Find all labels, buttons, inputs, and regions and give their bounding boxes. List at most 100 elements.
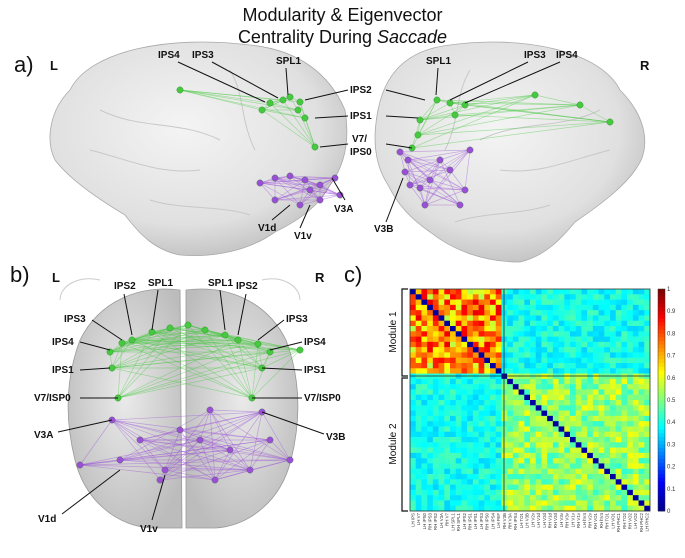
matrix-cell [478,326,485,332]
matrix-cell [501,463,508,470]
matrix-cell [530,294,537,300]
matrix-cell [627,468,634,475]
edge [111,419,271,441]
matrix-cell [461,378,468,385]
matrix-cell [621,315,628,322]
matrix-cell [495,384,502,390]
matrix-cell [621,463,628,470]
matrix-cell [610,505,617,512]
matrix-cell [524,294,531,300]
edge [119,439,201,461]
edge [259,182,276,201]
matrix-cell [507,495,514,501]
matrix-cell [467,331,474,337]
matrix-cell [478,352,485,359]
matrix-cell [495,442,502,448]
matrix-cell [455,505,462,512]
matrix-cell [410,463,417,470]
matrix-cell [530,378,537,385]
edge [79,459,121,466]
node [206,406,214,414]
matrix-cell [604,463,611,470]
matrix-cell [415,447,422,454]
matrix-cell [410,304,417,311]
matrix-cell [450,421,457,427]
label-a-ips3-right: IPS3 [524,50,546,61]
matrix-cell [501,452,508,459]
matrix-cell [512,505,519,512]
matrix-cell [547,468,554,475]
matrix-cell [587,400,594,406]
matrix-cell [530,468,537,475]
panel-a-brains: IPS4 IPS3 SPL1 IPS2 IPS1 V7/ IPS0 V3A V1… [49,41,646,263]
matrix-cell [587,331,594,337]
colorbar-segment [658,322,665,327]
matrix-cell [512,331,519,337]
matrix-cell [581,463,588,470]
matrix-cell [432,331,439,337]
matrix-cell [410,352,417,359]
matrix-cell [632,320,639,327]
matrix-cell [592,489,599,496]
matrix-cell [490,320,497,327]
matrix-cell [484,363,491,369]
module-2-label: Module 2 [388,423,399,465]
matrix-cell [535,431,542,438]
matrix-cell [581,442,588,448]
matrix-cell [501,447,508,454]
matrix-cell [490,489,497,496]
matrix-cell [455,315,462,322]
matrix-cell [455,299,462,306]
matrix-cell [570,500,577,507]
edge [419,114,456,121]
matrix-cell [421,320,428,327]
colorbar-segment [658,300,665,305]
matrix-cell [507,505,514,512]
matrix-cell [467,495,474,501]
matrix-cell [615,378,622,385]
matrix-cell [587,442,594,448]
matrix-cell [410,474,417,480]
matrix-cell [558,452,565,459]
matrix-cell [604,452,611,459]
matrix-cell [592,431,599,438]
edge [224,334,259,345]
matrix-cell [455,363,462,369]
edge [109,329,206,353]
matrix-cell [598,468,605,475]
matrix-cell [535,410,542,417]
edge [117,324,189,399]
matrix-cell [455,389,462,396]
edge [121,342,263,369]
matrix-cell [450,500,457,507]
matrix-cell [512,495,519,501]
matrix-cell [615,326,622,332]
edge [179,429,216,481]
matrix-cell [490,405,497,411]
matrix-cell [421,352,428,359]
matrix-cell [541,400,548,406]
matrix-cell [610,294,617,300]
matrix-cell [455,426,462,433]
matrix-cell [501,326,508,332]
matrix-cell [495,389,502,396]
colorbar-segment [658,470,665,475]
matrix-cell [547,315,554,322]
matrix-cell [432,310,439,316]
matrix-cell [427,500,434,507]
matrix-cell [627,289,634,295]
matrix-cell [495,326,502,332]
matrix-cell [581,368,588,374]
matrix-cell [638,352,645,359]
matrix-cell [524,336,531,343]
matrix-cell [472,500,479,507]
matrix-cell [570,347,577,353]
matrix-cell [592,357,599,364]
matrix-cell [598,495,605,501]
matrix-cell [592,500,599,507]
matrix-cell [415,400,422,406]
matrix-cell [552,468,559,475]
matrix-cell [627,331,634,337]
matrix-cell [632,331,639,337]
matrix-cell [432,320,439,327]
